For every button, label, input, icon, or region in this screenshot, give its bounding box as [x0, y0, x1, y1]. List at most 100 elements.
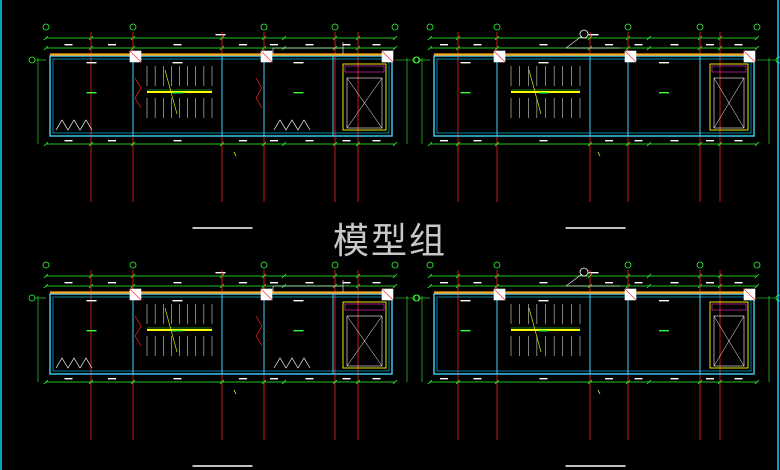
shaft-inner — [713, 315, 745, 367]
door-swings — [55, 315, 311, 369]
dimension-text-mark — [734, 140, 743, 142]
dimension-tick — [88, 283, 94, 289]
dimension-tick — [717, 45, 723, 51]
dimension-tick — [219, 35, 225, 41]
dimension-tick — [754, 273, 760, 279]
dimension-tick — [754, 35, 760, 41]
dimension-tick — [261, 273, 267, 279]
dimension-tick — [717, 273, 723, 279]
watermark-text: 模型组 — [332, 221, 447, 262]
dimension-text-mark — [108, 140, 116, 142]
dimension-tick — [219, 283, 225, 289]
axis-bubble — [331, 23, 339, 31]
dimension-text-mark — [64, 140, 73, 142]
room-name-mark — [172, 62, 183, 64]
axis-bubbles-side — [412, 56, 780, 144]
dimension-tick — [455, 45, 461, 51]
dimension-text-mark — [239, 140, 247, 142]
stair — [510, 66, 581, 118]
leader-bubble — [579, 267, 589, 277]
dimension-tick — [219, 45, 225, 51]
door-swing-zigzag — [273, 119, 311, 131]
axis-bubble — [412, 56, 420, 64]
axis-bubble — [42, 261, 50, 269]
elevator-shaft — [342, 63, 387, 131]
room-name-mark — [293, 62, 304, 64]
dimension-tick — [646, 379, 652, 385]
dimension-tick — [355, 45, 361, 51]
section-mark — [233, 389, 237, 395]
door-swing-zigzag — [55, 357, 93, 369]
shaft-cross — [713, 315, 745, 367]
door-swing-zigzag — [255, 77, 263, 109]
axis-bubbles-top — [42, 23, 399, 31]
area-text-mark — [538, 92, 549, 94]
room-name-mark — [659, 62, 669, 64]
dimension-tick — [587, 273, 593, 279]
room-name-mark — [293, 300, 304, 302]
axis-bubble — [28, 294, 36, 302]
dimension-text-mark — [108, 44, 116, 46]
column-block — [381, 288, 394, 301]
dimension-text-mark — [342, 378, 351, 380]
dimension-text-mark — [605, 44, 613, 46]
dimension-tick — [494, 141, 500, 147]
dimension-text-mark — [342, 140, 351, 142]
dimension-tick — [646, 141, 652, 147]
dimension-text-mark — [239, 378, 247, 380]
axis-bubble — [412, 294, 420, 302]
dimension-tick — [392, 45, 398, 51]
column-cross — [624, 50, 637, 63]
structural-columns — [493, 288, 756, 301]
axis-bubble — [331, 261, 339, 269]
area-text-mark — [538, 330, 549, 332]
dimension-text-mark — [239, 44, 247, 46]
dimension-text-mark — [64, 282, 73, 284]
dimension-text-mark — [734, 378, 743, 380]
column-cross — [129, 288, 142, 301]
shaft-cross — [346, 77, 383, 129]
dimension-tick — [587, 283, 593, 289]
dimension-lines-top — [427, 34, 760, 51]
dimension-tick — [130, 45, 136, 51]
dimension-tick — [332, 45, 338, 51]
dimension-tick — [717, 379, 723, 385]
dimension-tick — [219, 141, 225, 147]
dimension-lines-bottom — [427, 378, 760, 395]
column-cross — [743, 288, 756, 301]
dimension-tick — [625, 35, 631, 41]
dimension-tick — [261, 35, 267, 41]
dimension-tick — [455, 379, 461, 385]
room-name-mark — [172, 300, 183, 302]
shaft-cross — [346, 77, 383, 129]
shaft-cross — [713, 77, 745, 129]
outer-wall — [49, 293, 393, 375]
dimension-tick — [625, 283, 631, 289]
shaft-outline — [342, 63, 387, 131]
shaft-header — [711, 65, 747, 73]
axis-bubble — [753, 261, 761, 269]
dimension-tick — [455, 283, 461, 289]
shaft-header — [344, 303, 385, 311]
leader-line — [565, 35, 583, 49]
axis-bubble — [28, 56, 36, 64]
column-block — [260, 50, 273, 63]
door-swing-zigzag — [134, 315, 142, 347]
dimension-tick — [717, 283, 723, 289]
column-block — [129, 50, 142, 63]
dimension-tick — [261, 379, 267, 385]
dimension-tick — [625, 379, 631, 385]
plan-top-right — [412, 23, 780, 229]
dimension-text-mark — [64, 378, 73, 380]
dimension-text-mark — [634, 44, 643, 46]
elevator-shaft — [709, 63, 749, 131]
dimension-text-mark — [372, 282, 381, 284]
plan-top-left — [28, 23, 421, 229]
column-cross — [493, 288, 506, 301]
dimension-lines-top — [427, 272, 760, 289]
dimension-text-mark — [634, 282, 643, 284]
axis-bubble — [775, 294, 780, 302]
dimension-tick — [219, 273, 225, 279]
